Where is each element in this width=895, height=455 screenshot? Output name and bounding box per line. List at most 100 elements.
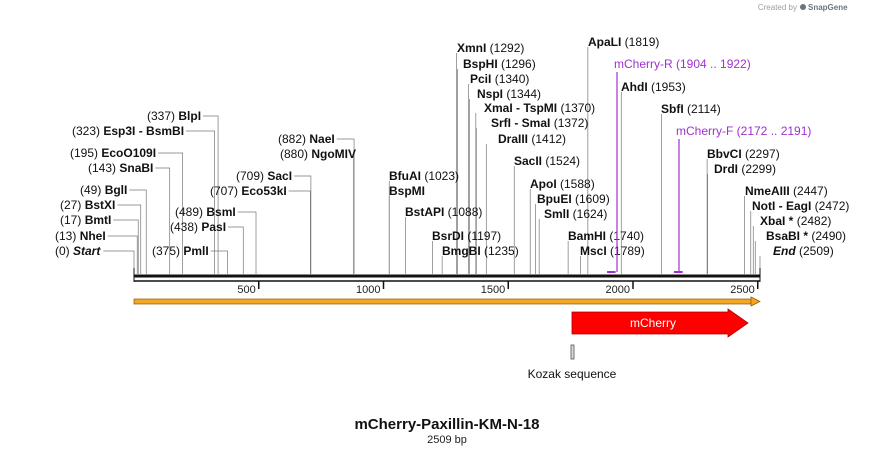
site-bgli-label[interactable]: (49) BglI — [80, 183, 127, 197]
site-saci-position: (709) — [236, 169, 267, 183]
site-pasi-name: PasI — [201, 220, 226, 234]
site-drdi-position: (2299) — [738, 162, 776, 176]
site-bsabi-label[interactable]: BsaBI * (2490) — [766, 229, 846, 243]
site-xmai-tspmi-label[interactable]: XmaI - TspMI (1370) — [484, 101, 595, 115]
site-bsabi-name: BsaBI * — [766, 229, 808, 243]
site-ahdi-position: (1953) — [648, 80, 686, 94]
site-pasi-label[interactable]: (438) PasI — [170, 220, 226, 234]
site-bfuai-label[interactable]: BfuAI (1023) — [389, 169, 459, 183]
site-xbai-label[interactable]: XbaI * (2482) — [760, 214, 831, 228]
site-leader-lines — [103, 47, 761, 274]
site-bpuei-label[interactable]: BpuEI (1609) — [537, 192, 610, 206]
site-draiii-label[interactable]: DraIII (1412) — [498, 132, 566, 146]
site-bmgbi-position: (1235) — [481, 244, 519, 258]
ruler-tick-label: 500 — [237, 284, 255, 296]
site-snabi-label[interactable]: (143) SnaBI — [88, 161, 153, 175]
site-start-name: Start — [73, 244, 101, 258]
site-bsphi-label[interactable]: BspHI (1296) — [463, 57, 536, 71]
site-smli-label[interactable]: SmlI (1624) — [544, 207, 607, 221]
site-nspi-label[interactable]: NspI (1344) — [477, 87, 541, 101]
site-apoi-position: (1588) — [557, 177, 595, 191]
site-sacii-label[interactable]: SacII (1524) — [514, 154, 580, 168]
site-naei-label[interactable]: (882) NaeI — [278, 132, 335, 146]
site-end-name: End — [773, 244, 796, 258]
site-bmgbi-label[interactable]: BmgBI (1235) — [442, 244, 519, 258]
site-bpuei-name: BpuEI — [537, 192, 572, 206]
ruler-tick-label: 1000 — [356, 284, 380, 296]
site-apali-label[interactable]: ApaLI (1819) — [588, 35, 659, 49]
site-esp3i-bsmbi-label[interactable]: (323) Esp3I - BsmBI — [72, 124, 184, 138]
site-xmni-label[interactable]: XmnI (1292) — [457, 41, 524, 55]
site-eco53ki-label[interactable]: (707) Eco53kI — [210, 184, 287, 198]
feature-mcherry[interactable]: mCherry — [571, 308, 749, 338]
site-nhei-label[interactable]: (13) NheI — [55, 229, 106, 243]
site-drdi-name: DrdI — [714, 162, 738, 176]
site-pcii-label[interactable]: PciI (1340) — [470, 72, 529, 86]
site-sbfi-label[interactable]: SbfI (2114) — [661, 102, 721, 116]
site-saci-label[interactable]: (709) SacI — [236, 169, 292, 183]
feature-kozak[interactable]: Kozak sequence — [528, 344, 617, 381]
site-xmni-name: XmnI — [457, 41, 486, 55]
site-msci-label[interactable]: MscI (1789) — [580, 244, 645, 258]
site-ecoo109i-label[interactable]: (195) EcoO109I — [70, 146, 156, 160]
site-smli-position: (1624) — [569, 207, 607, 221]
site-ecoo109i-leader — [158, 152, 184, 274]
site-ngomiv-label[interactable]: (880) NgoMIV — [280, 147, 356, 161]
site-bbvci-label[interactable]: BbvCI (2297) — [707, 147, 780, 161]
site-bspmi-name: BspMI — [389, 184, 425, 198]
feature-mcherry-arrow[interactable] — [571, 308, 749, 338]
site-apoi-label[interactable]: ApoI (1588) — [530, 177, 595, 191]
site-pasi-position: (438) — [170, 220, 201, 234]
site-bsmi-label[interactable]: (489) BsmI — [175, 205, 236, 219]
site-nmeaiii-label[interactable]: NmeAIII (2447) — [745, 184, 828, 198]
site-bstapi-label[interactable]: BstAPI (1088) — [405, 205, 482, 219]
site-snabi-name: SnaBI — [119, 161, 153, 175]
primer-mcherry-f-label[interactable]: mCherry-F (2172 .. 2191) — [676, 124, 811, 138]
site-naei-position: (882) — [278, 132, 309, 146]
site-bsmi-position: (489) — [175, 205, 206, 219]
primer-mcherry-r-label[interactable]: mCherry-R (1904 .. 1922) — [614, 57, 751, 71]
site-esp3i-bsmbi-position: (323) — [72, 124, 103, 138]
map-length: 2509 bp — [427, 434, 467, 446]
site-ahdi-label[interactable]: AhdI (1953) — [621, 80, 686, 94]
site-sacii-position: (1524) — [542, 154, 580, 168]
site-sbfi-name: SbfI — [661, 102, 684, 116]
site-bamhi-position: (1740) — [606, 229, 644, 243]
site-draiii-position: (1412) — [528, 132, 566, 146]
site-pasi-leader — [228, 226, 244, 274]
site-bmti-name: BmtI — [85, 213, 112, 227]
site-ngomiv-position: (880) — [280, 147, 311, 161]
site-bgli-leader — [129, 189, 147, 274]
site-bbvci-position: (2297) — [742, 147, 780, 161]
site-bsphi-name: BspHI — [463, 57, 498, 71]
site-draiii-name: DraIII — [498, 132, 528, 146]
site-nhei-name: NheI — [80, 229, 106, 243]
restriction-site-labels: (0) Start(13) NheI (17) BmtI(27) BstXI(49… — [55, 35, 849, 258]
site-blpi-label[interactable]: (337) BlpI — [147, 109, 201, 123]
site-pcii-position: (1340) — [491, 72, 529, 86]
site-bstxi-label[interactable]: (27) BstXI — [60, 198, 115, 212]
primer-annotations: mCherry-R (1904 .. 1922) mCherry-F (2172 … — [607, 57, 811, 273]
site-bmti-label[interactable]: (17) BmtI — [60, 213, 111, 227]
site-ahdi-name: AhdI — [621, 80, 648, 94]
site-end-label[interactable]: End (2509) — [773, 244, 834, 258]
site-bamhi-label[interactable]: BamHI (1740) — [568, 229, 644, 243]
site-srfi-smai-name: SrfI - SmaI — [491, 116, 550, 130]
site-bspmi-label[interactable]: BspMI — [389, 184, 425, 198]
site-pcii-name: PciI — [470, 72, 491, 86]
site-bmgbi-name: BmgBI — [442, 244, 481, 258]
site-drdi-label[interactable]: DrdI (2299) — [714, 162, 776, 176]
site-msci-position: (1789) — [607, 244, 645, 258]
site-apoi-name: ApoI — [530, 177, 557, 191]
site-bsrdi-label[interactable]: BsrDI (1197) — [432, 229, 501, 243]
site-start-label[interactable]: (0) Start — [55, 244, 101, 258]
site-srfi-smai-label[interactable]: SrfI - SmaI (1372) — [491, 116, 588, 130]
dna-backbone — [133, 268, 761, 282]
site-nhei-leader — [107, 235, 138, 274]
site-nhei-position: (13) — [55, 229, 80, 243]
site-xmai-tspmi-name: XmaI - TspMI — [484, 101, 557, 115]
site-noti-eagi-label[interactable]: NotI - EagI (2472) — [752, 199, 849, 213]
feature-kozak-mark[interactable] — [570, 344, 575, 360]
site-pmli-label[interactable]: (375) PmlI — [152, 244, 209, 258]
